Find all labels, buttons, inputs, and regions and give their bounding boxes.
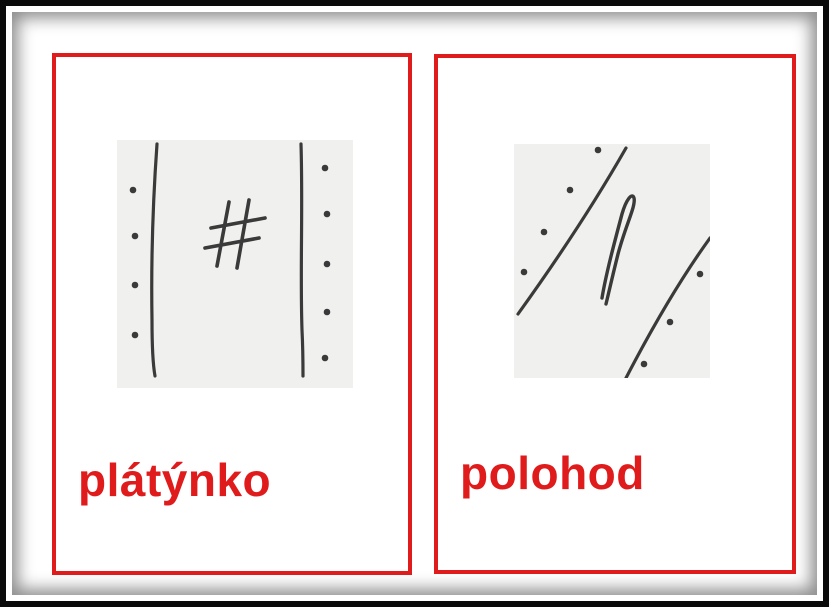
right-vertical-line	[301, 144, 303, 376]
dot-column-right	[322, 165, 331, 362]
dot-column-left	[130, 187, 139, 339]
card-polohod: polohod	[434, 54, 796, 574]
left-vertical-line	[152, 144, 157, 376]
caption-polohod: polohod	[460, 446, 645, 500]
hash-symbol	[205, 200, 265, 268]
sketch-platynko	[117, 140, 353, 388]
sketch-polohod-drawing	[514, 144, 710, 378]
dot-row-lower	[641, 271, 704, 368]
lower-diagonal-line	[626, 238, 710, 378]
sketch-platynko-drawing	[117, 140, 353, 388]
card-platynko: plátýnko	[52, 53, 412, 575]
loop-one-symbol	[602, 196, 634, 304]
sketch-polohod	[514, 144, 710, 378]
caption-platynko: plátýnko	[78, 453, 271, 507]
